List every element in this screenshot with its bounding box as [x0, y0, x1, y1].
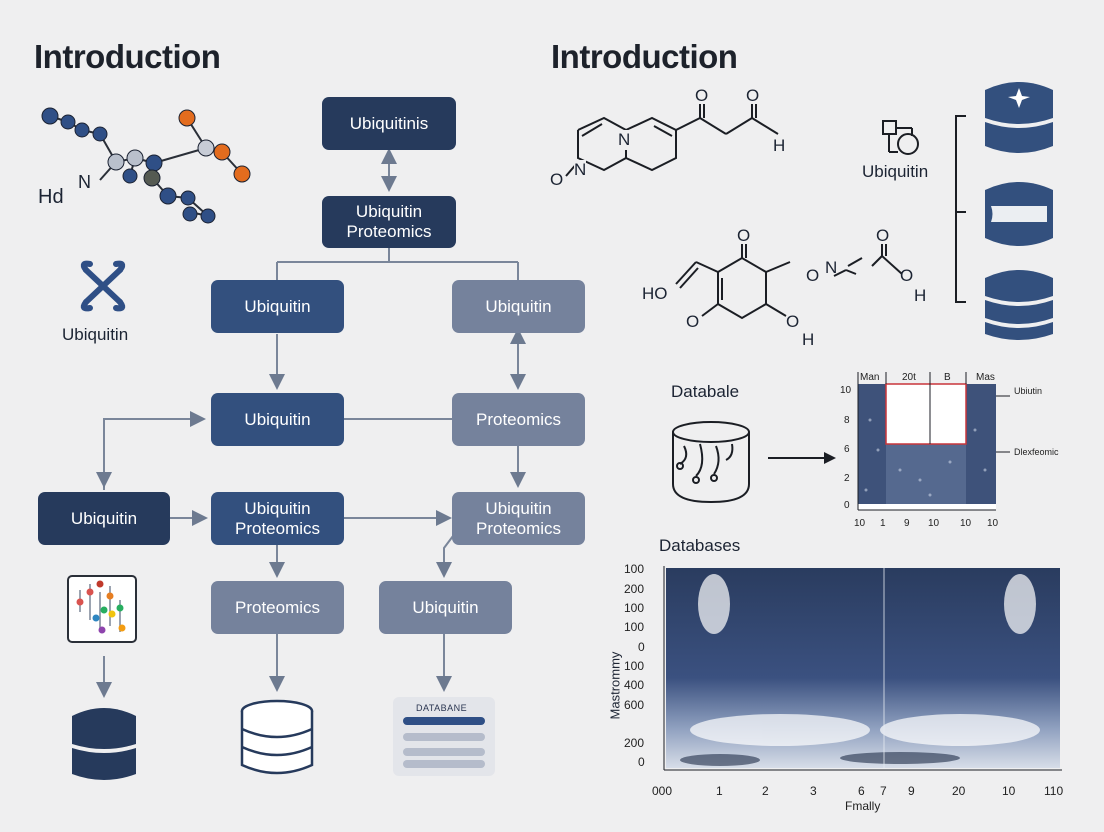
- flow-box-ubiquitinis: Ubiquitinis: [322, 97, 456, 150]
- database-row-4: [403, 760, 485, 768]
- big-chart-ytick-3: 100: [624, 601, 645, 615]
- left-title: Introduction: [34, 38, 221, 75]
- database-label: Databale: [671, 382, 740, 401]
- nitrogen-label: N: [78, 172, 91, 192]
- small-chart-ytick-3: 6: [844, 444, 850, 455]
- big-chart-xtick-4: 3: [810, 784, 817, 798]
- big-chart-xtick-5: 6: [858, 784, 865, 798]
- s3-oh: O: [900, 266, 914, 285]
- big-chart-ytick-6: 100: [624, 659, 645, 673]
- flow-box-ubiquitin-proteomics-right: Ubiquitin Proteomics: [452, 492, 585, 545]
- s3-nitrogen: N: [825, 258, 838, 277]
- s3-oxygen-top: O: [876, 226, 890, 245]
- small-chart-ytick-2: 8: [844, 415, 850, 426]
- small-chart-label-ubiutin: Ubiutin: [1014, 386, 1043, 396]
- s1-oxygen-left: O: [550, 170, 564, 189]
- big-chart-ytick-4: 100: [624, 620, 645, 634]
- small-chart-header-1: Man: [860, 372, 880, 383]
- flow-box-ubiquitin-proteomics-top: Ubiquitin Proteomics: [322, 196, 456, 248]
- big-chart-ylabel: Mastrommy: [607, 651, 623, 720]
- logo-label: Ubiquitin: [62, 325, 129, 344]
- flow-box-ubiquitin-proteomics-left: Ubiquitin Proteomics: [211, 492, 344, 545]
- flow-box-proteomics-mid: Proteomics: [452, 393, 585, 446]
- big-chart-xtick-8: 20: [952, 784, 966, 798]
- s1-ring-n: N: [618, 130, 631, 150]
- molecule-label: Hd: [38, 186, 64, 208]
- flow-box-ubiquitin-mid: Ubiquitin: [211, 393, 344, 446]
- s3-h: H: [914, 286, 927, 305]
- s1-nitrogen-left: N: [574, 160, 587, 180]
- small-chart-xtick-2: 1: [880, 518, 886, 529]
- flow-box-proteomics-lower: Proteomics: [211, 581, 344, 634]
- big-chart-ytick-10: 0: [638, 755, 645, 769]
- small-chart-xtick-1: 10: [854, 518, 866, 529]
- small-chart-ytick-4: 2: [844, 473, 850, 484]
- big-chart-xlabel: Fmally: [845, 799, 881, 813]
- s1-oxygen-2: O: [746, 86, 760, 105]
- big-chart-xtick-9: 10: [1002, 784, 1016, 798]
- big-chart-xtick-10: 110: [1044, 784, 1064, 798]
- s2-oxygen-bottom: O: [686, 312, 700, 331]
- small-chart-ytick-1: 10: [840, 385, 852, 396]
- ubiquitin-side-label: Ubiquitin: [862, 162, 929, 181]
- database-card-title: DATABANE: [416, 703, 468, 713]
- database-star-icon: [985, 82, 1053, 153]
- s3-oxygen-n: O: [806, 266, 820, 285]
- big-chart-xtick-3: 2: [762, 784, 769, 798]
- small-chart-xtick-6: 10: [987, 518, 999, 529]
- big-chart-xtick-6: 7: [880, 784, 887, 798]
- flow-box-ubiquitin-far-left: Ubiquitin: [38, 492, 170, 545]
- big-chart-ytick-7: 400: [624, 678, 645, 692]
- database-row-3: [403, 748, 485, 756]
- flow-box-ubiquitin-left: Ubiquitin: [211, 280, 344, 333]
- databases-label: Databases: [659, 536, 741, 555]
- big-chart-ytick-5: 0: [638, 640, 645, 654]
- big-chart-ytick-1: 100: [624, 562, 645, 576]
- flow-box-ubiquitin-right: Ubiquitin: [452, 280, 585, 333]
- database-row-2: [403, 733, 485, 741]
- s1-oxygen-1: O: [695, 86, 709, 105]
- s2-oxygen-top: O: [737, 226, 751, 245]
- small-chart-xtick-4: 10: [928, 518, 940, 529]
- big-chart-ytick-9: 200: [624, 736, 645, 750]
- s2-h: H: [802, 330, 815, 349]
- big-chart-ytick-8: 600: [624, 698, 645, 712]
- big-chart-xtick-1: 000: [652, 784, 673, 798]
- flow-box-ubiquitin-lower: Ubiquitin: [379, 581, 512, 634]
- small-chart-header-3: B: [944, 372, 951, 383]
- s1-oh: H: [773, 136, 786, 155]
- big-chart-xtick-2: 1: [716, 784, 723, 798]
- database-list-card: DATABANE: [393, 697, 495, 776]
- small-chart-ytick-5: 0: [844, 500, 850, 511]
- right-title: Introduction: [551, 38, 738, 75]
- database-row-1: [403, 717, 485, 725]
- s2-oh: O: [786, 312, 800, 331]
- small-chart-label-dlexfeomic: Dlexfeomic: [1014, 447, 1059, 457]
- small-chart-header-2: 20t: [902, 372, 916, 383]
- small-chart-header-4: Mas: [976, 372, 995, 383]
- small-chart-xtick-5: 10: [960, 518, 972, 529]
- s2-ho: HO: [642, 284, 668, 303]
- big-chart-ytick-2: 200: [624, 582, 645, 596]
- small-chart-xtick-3: 9: [904, 518, 910, 529]
- big-chart-xtick-7: 9: [908, 784, 915, 798]
